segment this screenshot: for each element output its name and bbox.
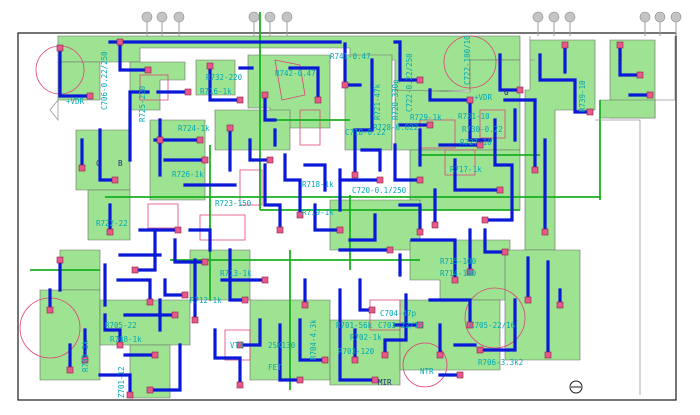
label-r712: R712-1k: [190, 296, 222, 305]
copper-tracks: [48, 40, 652, 397]
label-r709: R709-1k: [81, 340, 90, 372]
label-c705: C705-22/16: [470, 321, 516, 330]
label-e: E: [618, 53, 623, 62]
label-r713: R713-1k: [220, 269, 252, 278]
label-r726: R726-1k: [172, 170, 204, 179]
label-r728: R728-0.022: [373, 123, 418, 132]
label-c703: C703-22/16: [378, 321, 424, 330]
label-r725: R725-220: [138, 85, 147, 122]
label-b: B: [118, 159, 123, 168]
label-r717: R717-1k: [450, 165, 482, 174]
label-r723: R723-150: [215, 199, 252, 208]
component-labels: C706-0.22/250 R725-220 +VDR C722-100/10 …: [66, 35, 623, 398]
label-r732: R732-220: [206, 73, 243, 82]
label-vdr-right: +VDR: [474, 93, 493, 102]
label-ntr: NTR: [420, 367, 434, 376]
label-r706: R706-3.3k2: [478, 358, 523, 367]
label-r722: R722-22: [96, 219, 128, 228]
label-r708: R708-1k: [110, 335, 142, 344]
label-r739: R739-10: [578, 80, 587, 112]
label-r718: R718-1k: [302, 180, 334, 189]
label-r741: R741-0.47: [330, 52, 371, 61]
label-r704: R704-4.3k: [309, 319, 318, 360]
label-r719: R719-1k: [302, 208, 334, 217]
label-r714: R714-100: [440, 269, 477, 278]
jumper-wires: [30, 12, 601, 390]
label-q701: 2SK130: [268, 341, 296, 350]
label-c: C: [96, 159, 101, 168]
label-r724: R724-1k: [178, 124, 210, 133]
label-vt3: VT3: [230, 341, 244, 350]
solder-pads: [46, 38, 654, 399]
label-r705: R705-22: [105, 321, 137, 330]
label-r716: R716-1k: [200, 87, 232, 96]
label-r720: R720-330p: [391, 79, 400, 120]
label-z701: Z701-12: [117, 366, 126, 398]
label-r729: R729-1k: [410, 113, 442, 122]
label-r703: R703-120: [338, 347, 375, 356]
ground-symbol: [569, 380, 583, 394]
label-c722b: C722-0.22/250: [405, 53, 414, 112]
label-r702: R702-1k: [350, 333, 382, 342]
label-c718: C718-0.22: [345, 128, 386, 137]
label-r701: R701-56k: [336, 321, 373, 330]
label-c720: C720-0.1/250: [352, 186, 407, 195]
label-r727: R727-10: [460, 138, 492, 147]
label-mir: MIR: [378, 378, 392, 387]
label-r715: R715-100: [440, 257, 477, 266]
label-r721: R721-47k: [373, 83, 382, 120]
connector-posts: [49, 11, 682, 395]
label-c706: C706-0.22/250: [100, 51, 109, 110]
label-fet: FET: [268, 363, 282, 372]
label-r730: R730-0.22: [462, 125, 503, 134]
label-vdr-left: +VDR: [66, 97, 85, 106]
label-r742: R742-0.47: [275, 69, 316, 78]
label-c704: C704-47p: [380, 309, 417, 318]
label-r731: R731-10: [458, 112, 490, 121]
label-c722: C722-100/10: [463, 35, 472, 85]
silkscreen-outlines: [19, 35, 526, 388]
label-g: G: [504, 88, 509, 97]
